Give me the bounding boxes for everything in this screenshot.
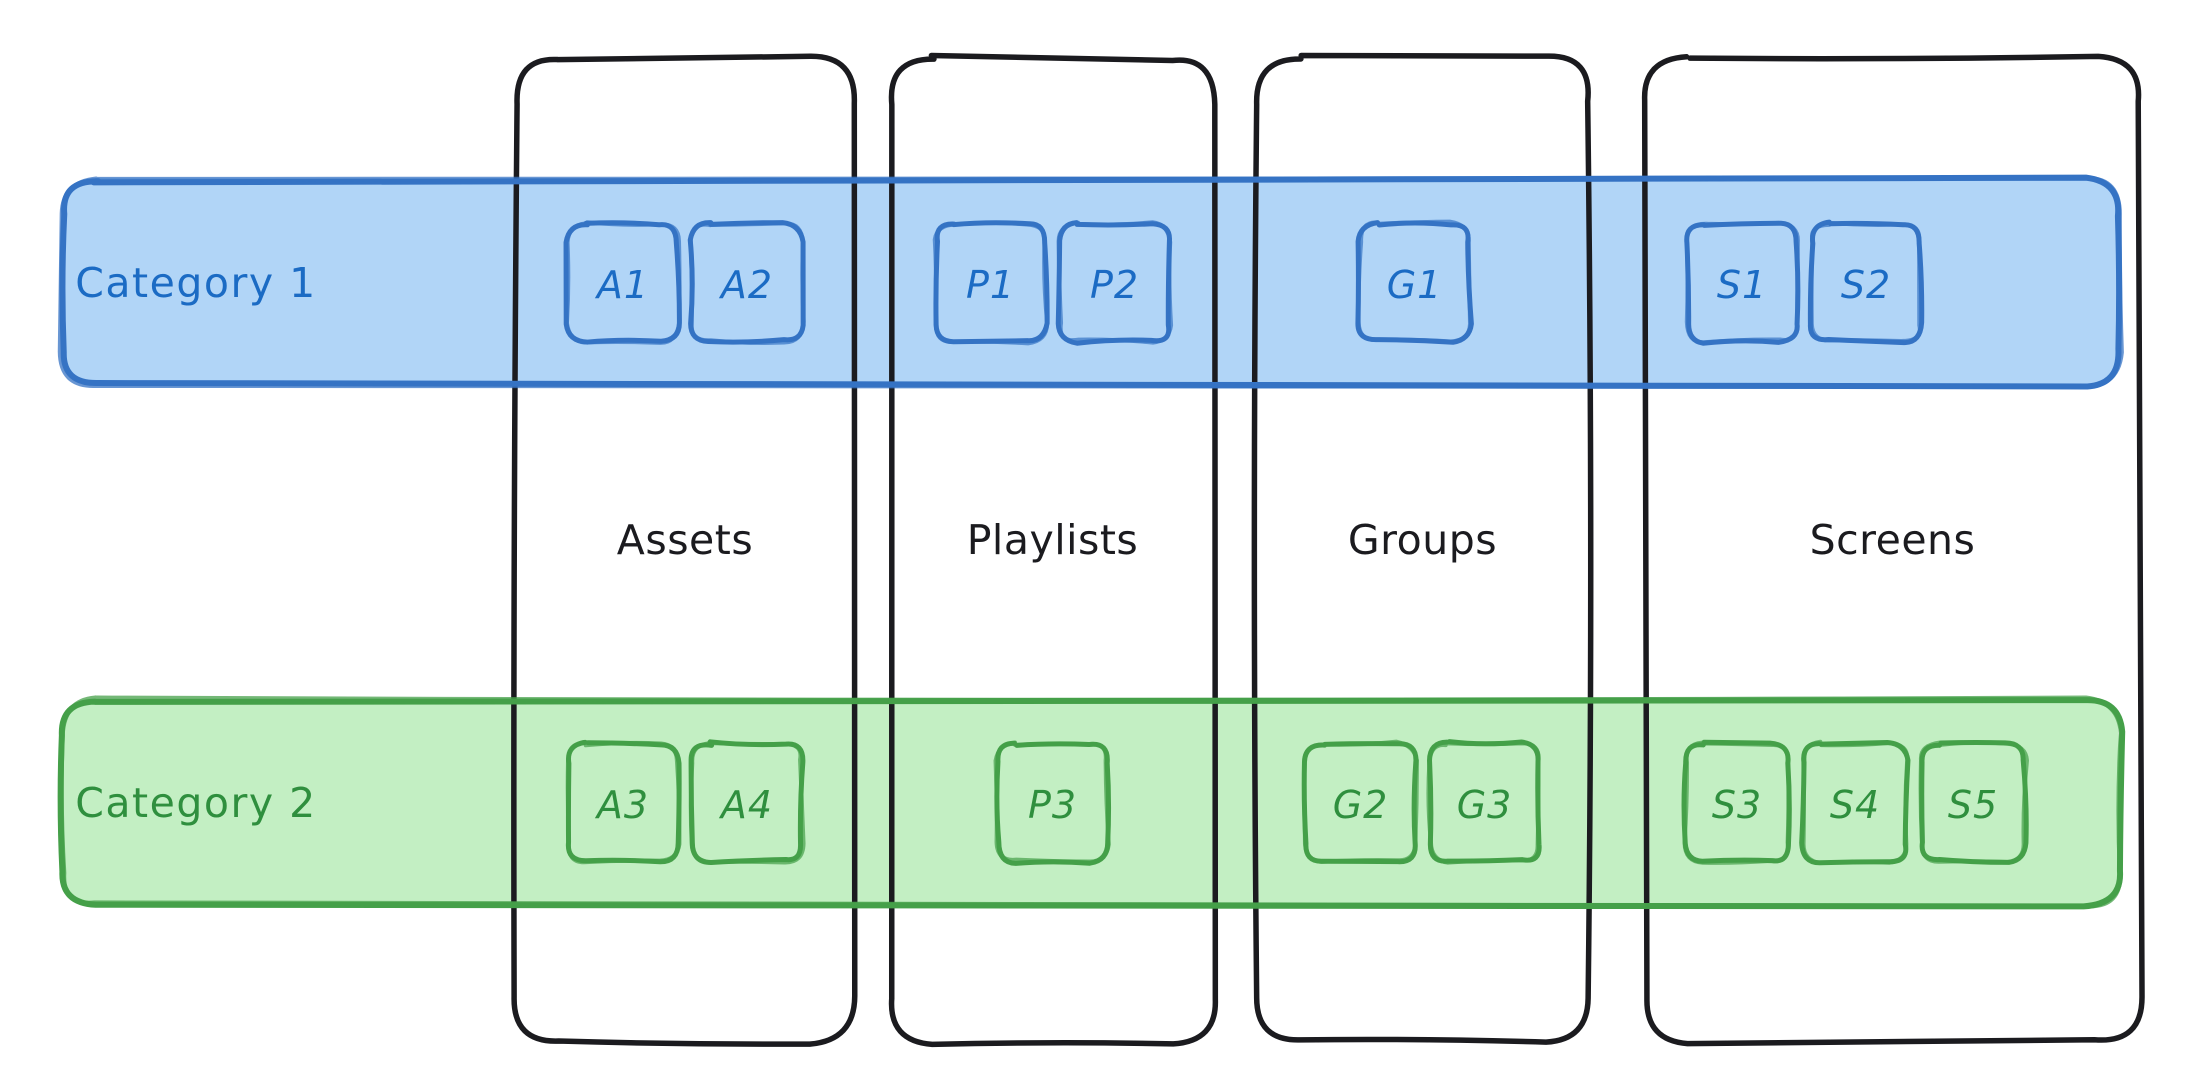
item-chip-fill [1801, 742, 1907, 861]
item-chip-fill [996, 742, 1108, 863]
band-outline-category-1 [57, 174, 2124, 390]
column-screens[interactable] [1641, 53, 2145, 1047]
item-chip-stroke [1918, 740, 2029, 864]
item-chip-fill [1304, 744, 1416, 863]
item-chip-fill [934, 222, 1047, 343]
item-chip-fill [690, 222, 804, 342]
column-groups[interactable] [1251, 52, 1594, 1045]
item-chip-s3[interactable] [1681, 739, 1792, 865]
column-shape-layer [511, 52, 2145, 1048]
item-chip-stroke [932, 220, 1050, 346]
item-chip-a4[interactable] [688, 739, 806, 865]
item-chip-g3[interactable] [1426, 739, 1542, 865]
column-outline [1251, 52, 1594, 1045]
item-chip-fill [1920, 741, 2026, 862]
item-chip-stroke [1809, 220, 1922, 344]
item-chip-fill [1428, 741, 1542, 863]
item-chip-fill [567, 741, 680, 864]
item-chip-a1[interactable] [563, 220, 682, 345]
column-outline [888, 52, 1219, 1048]
band-outline-category-2 [57, 695, 2126, 910]
column-outline [511, 53, 858, 1047]
item-chip-p2[interactable] [1055, 220, 1174, 346]
item-chip-p1[interactable] [932, 220, 1050, 346]
item-chip-fill [1358, 223, 1472, 343]
item-chip-stroke [565, 739, 682, 865]
item-chip-stroke [1801, 739, 1910, 866]
item-chip-fill [1683, 742, 1791, 864]
item-chip-stroke [564, 220, 682, 345]
item-chip-fill [1058, 222, 1171, 343]
item-chip-a2[interactable] [687, 220, 806, 345]
item-chip-stroke [1056, 220, 1174, 345]
item-chip-stroke [1356, 219, 1472, 344]
item-chip-stroke [993, 740, 1111, 864]
item-chip-g2[interactable] [1301, 739, 1419, 865]
column-playlists[interactable] [888, 52, 1219, 1048]
item-chip-a3[interactable] [565, 739, 682, 865]
item-chip-stroke [688, 741, 806, 865]
band-outline-stroke [57, 176, 2124, 389]
item-chip-stroke [1426, 741, 1541, 865]
item-shape-layer [563, 219, 2029, 866]
item-chip-fill [690, 743, 804, 862]
item-chip-stroke [1684, 220, 1800, 345]
band-outline-stroke [59, 695, 2124, 909]
item-chip-s2[interactable] [1807, 219, 1925, 346]
item-chip-fill [566, 222, 680, 343]
item-chip-s1[interactable] [1684, 220, 1801, 346]
item-chip-fill [1810, 222, 1922, 342]
item-chip-stroke [1682, 740, 1791, 865]
item-chip-g1[interactable] [1355, 219, 1474, 345]
item-chip-fill [1685, 222, 1798, 343]
item-chip-stroke [1302, 739, 1419, 864]
column-outline [1641, 53, 2145, 1047]
item-chip-s5[interactable] [1918, 740, 2029, 865]
item-chip-s4[interactable] [1799, 739, 1911, 866]
column-assets[interactable] [511, 53, 858, 1047]
band-stroke-layer [57, 174, 2126, 910]
item-chip-p3[interactable] [993, 740, 1112, 866]
item-chip-stroke [688, 221, 806, 345]
